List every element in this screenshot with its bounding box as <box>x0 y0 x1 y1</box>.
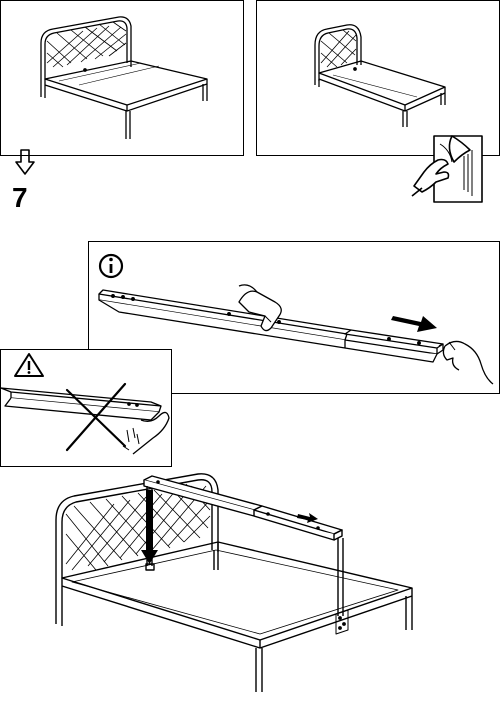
narrow-bed-illustration <box>314 24 446 127</box>
rail-extension-illustration <box>98 253 494 385</box>
down-arrow-icon <box>141 490 158 564</box>
warning-icon <box>14 353 44 377</box>
info-icon <box>98 253 124 279</box>
bed-option-panel-left <box>0 0 244 156</box>
info-panel-rail-extension <box>88 241 500 394</box>
bed-assembly-illustration <box>55 473 413 692</box>
wrong-lift-illustration <box>1 353 170 455</box>
right-arrow-icon <box>297 513 318 523</box>
step-number: 7 <box>12 182 28 213</box>
right-arrow-icon <box>391 316 437 332</box>
cross-icon <box>65 382 127 452</box>
page-turn-icon <box>411 135 483 203</box>
warning-panel-wrong-lift <box>0 349 172 467</box>
bed-option-panel-right <box>256 0 500 156</box>
wide-bed-illustration <box>40 16 208 139</box>
down-arrow-icon <box>15 149 35 175</box>
